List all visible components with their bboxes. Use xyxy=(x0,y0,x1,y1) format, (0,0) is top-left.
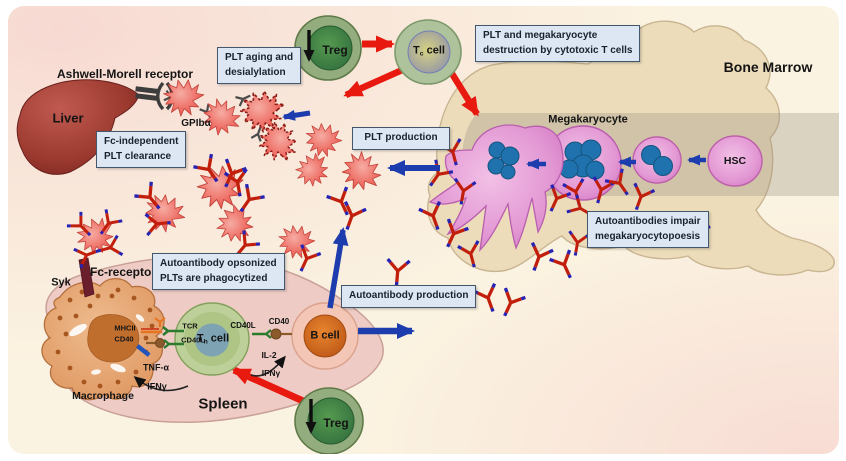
macrophage-label: Macrophage xyxy=(72,389,134,402)
cd40l-right-label: CD40L xyxy=(230,321,256,330)
macrophage-granules xyxy=(55,287,155,389)
bone-marrow-label: Bone Marrow xyxy=(723,59,813,75)
treg-cell-top xyxy=(294,15,362,81)
arrow-tc-to-platelets xyxy=(343,64,411,98)
b-cell-label: B cell xyxy=(310,329,340,342)
treg-cell-bottom xyxy=(294,387,364,454)
tnf-alpha-label: TNF-α xyxy=(142,362,170,373)
tcr-label: TCR xyxy=(182,321,198,331)
hsc-label: HSC xyxy=(723,154,747,167)
megakaryocyte-label: Megakaryocyte xyxy=(548,113,628,126)
arrow-il2-ifng xyxy=(250,355,286,377)
hsc-cell xyxy=(707,135,763,187)
proplatelet-megakaryocyte xyxy=(428,124,564,252)
treg-bottom-label: Treg xyxy=(323,416,349,430)
mhcii-tcr-synapse xyxy=(135,317,184,357)
cd40l-cd40-synapse xyxy=(252,328,292,340)
liver-shape xyxy=(16,79,140,175)
arrow-autoantibody-up xyxy=(327,227,349,309)
cd40l-left-label: CD40L xyxy=(181,335,205,345)
cd40-right-label: CD40 xyxy=(268,317,290,326)
arrow-treg-to-thcell xyxy=(231,366,314,409)
ashwell-morell-label: Ashwell-Morell receptor xyxy=(56,67,194,81)
tc-cell-label: Tc cell xyxy=(413,44,445,58)
treg-top-label: Treg xyxy=(322,43,348,57)
macrophage-highlights xyxy=(69,314,145,375)
b-cell xyxy=(291,302,359,370)
tc-cell xyxy=(394,19,462,85)
macrophage-shape xyxy=(41,257,165,401)
autoantibody-production-box: Autoantibody production xyxy=(341,285,477,308)
ifng-left-label: IFNγ xyxy=(147,381,167,392)
il2-label: IL-2 xyxy=(261,349,277,360)
macrophage-nucleus xyxy=(87,314,140,363)
syk-label: Syk xyxy=(51,276,71,289)
liver-label: Liver xyxy=(52,110,84,126)
plt-production-box: PLT production xyxy=(352,127,450,150)
th-cell xyxy=(174,302,250,376)
mhcii-label: MHCII xyxy=(114,323,136,333)
progenitor-cell xyxy=(632,136,682,184)
arrow-desialylated-to-liver xyxy=(282,109,311,121)
cd40-left-label: CD40 xyxy=(114,334,134,344)
arrow-tnf-ifng xyxy=(133,376,189,392)
spleen-label: Spleen xyxy=(198,395,248,413)
ifng-right-label: IFNγ xyxy=(261,367,281,378)
gpiba-label: GPIbα xyxy=(181,118,211,129)
th-cell-label: Th cell xyxy=(196,332,230,346)
fc-receptor-label: Fc-receptor xyxy=(89,265,157,279)
